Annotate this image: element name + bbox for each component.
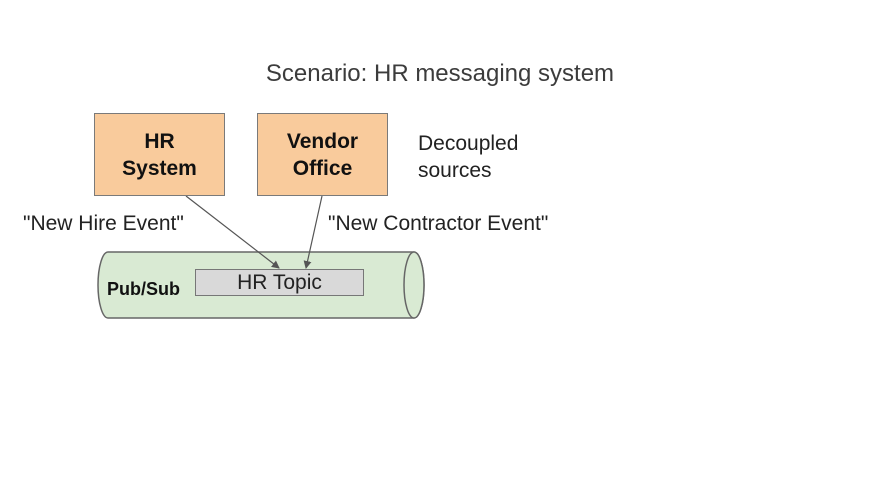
decoupled-sources-note: Decoupled sources [418, 132, 519, 182]
hr-topic-label: HR Topic [237, 270, 322, 294]
pubsub-label: Pub/Sub [107, 279, 180, 299]
contractor-event-arrow [303, 195, 323, 269]
hr-topic: HR Topic [195, 269, 364, 296]
hr-system-label: HR System [122, 129, 197, 180]
hr-system-box: HR System [94, 113, 225, 196]
slide-title: Scenario: HR messaging system [265, 60, 615, 87]
vendor-office-box: Vendor Office [257, 113, 388, 196]
vendor-office-label: Vendor Office [286, 129, 359, 180]
new-contractor-event-label: "New Contractor Event" [328, 212, 549, 235]
hire-event-arrow [185, 195, 280, 269]
new-hire-event-label: "New Hire Event" [23, 212, 184, 235]
